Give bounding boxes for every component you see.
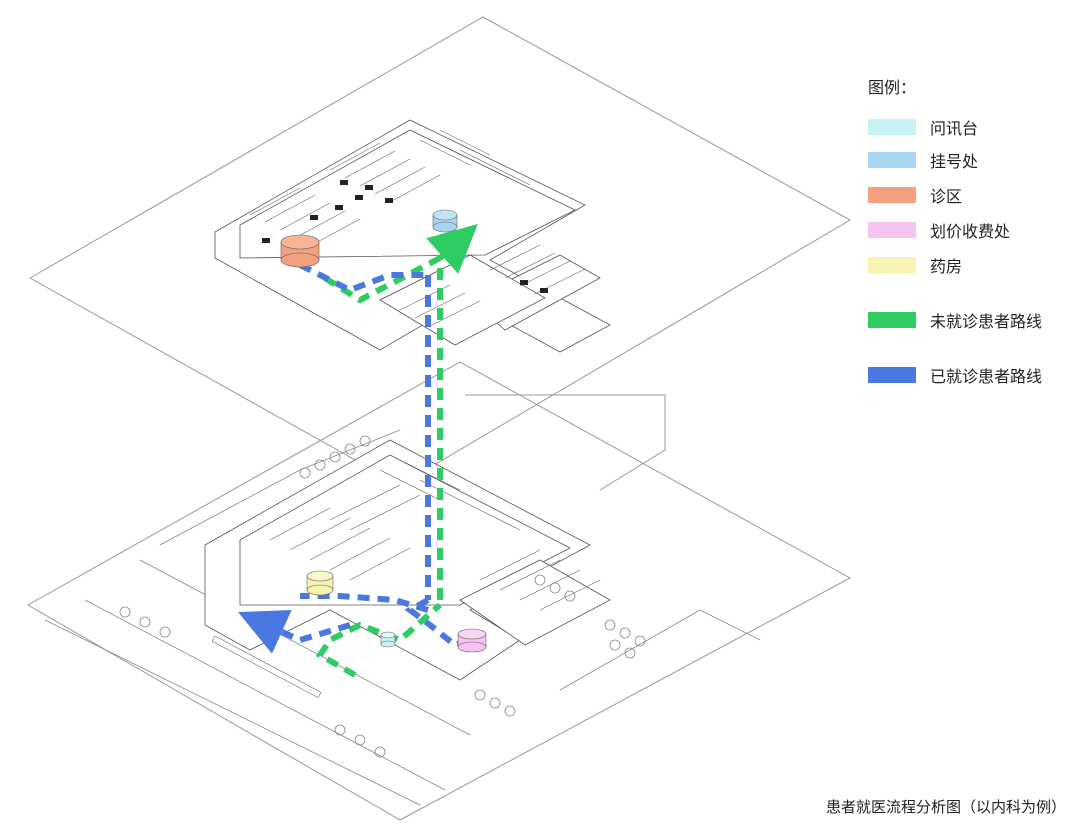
upper-floor-plane	[28, 16, 852, 486]
legend-item-registration: 挂号处	[868, 151, 979, 171]
legend-label: 未就诊患者路线	[930, 312, 1043, 331]
upper-floor-building	[214, 119, 611, 353]
legend-label: 已就诊患者路线	[930, 367, 1043, 386]
legend-label: 问讯台	[930, 119, 979, 138]
legend-label: 药房	[930, 257, 963, 276]
legend-title: 图例：	[868, 78, 917, 97]
lower-floor-parking	[211, 635, 322, 699]
legend-swatch	[868, 187, 916, 203]
legend-item-pharmacy: 药房	[868, 256, 963, 276]
legend-swatch	[868, 152, 916, 168]
legend-item-green-route: 未就诊患者路线	[868, 311, 1043, 331]
lower-floor-roads	[44, 429, 761, 806]
legend-swatch	[868, 312, 916, 328]
legend-label: 诊区	[930, 187, 963, 206]
legend-item-cashier: 划价收费处	[868, 221, 1011, 241]
clinic-zone-cylinder	[280, 234, 320, 268]
registration-cylinder	[432, 209, 458, 233]
blue-route-upper	[298, 262, 428, 294]
legend-swatch	[868, 367, 916, 383]
upper-floor-dark-rooms	[262, 180, 548, 293]
lower-floor-building	[204, 439, 611, 681]
cashier-cylinder	[457, 628, 487, 653]
legend-swatch	[868, 222, 916, 238]
pharmacy-cylinder	[306, 570, 334, 596]
lower-floor-trees	[119, 435, 646, 758]
legend-swatch	[868, 119, 916, 135]
lower-floor-plane	[26, 361, 852, 821]
legend-item-clinic-zone: 诊区	[868, 186, 963, 206]
legend-item-inquiry-desk: 问讯台	[868, 118, 979, 138]
legend-swatch	[868, 257, 916, 273]
diagram-caption: 患者就医流程分析图（以内科为例）	[825, 798, 1066, 816]
green-route-lower	[315, 602, 442, 678]
legend-label: 划价收费处	[930, 222, 1011, 241]
inquiry-desk-cylinder	[380, 631, 396, 648]
upper-floor-rooms	[249, 129, 586, 327]
legend-item-blue-route: 已就诊患者路线	[868, 366, 1043, 386]
legend-label: 挂号处	[930, 152, 979, 171]
